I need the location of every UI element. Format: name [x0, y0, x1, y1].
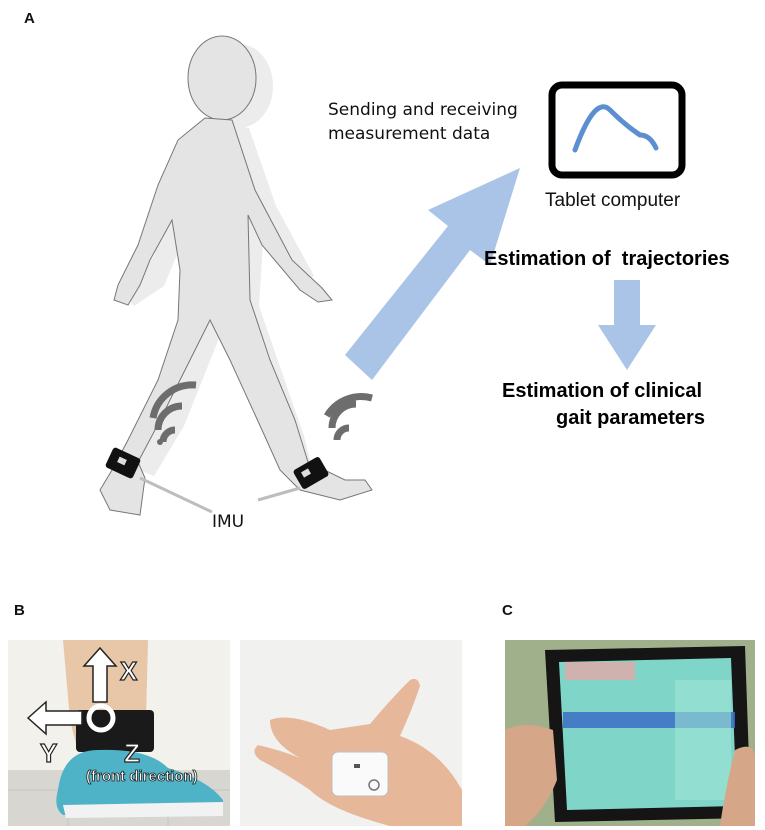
- wifi-signal-icon-right: [323, 393, 373, 441]
- panel-a-label: A: [24, 10, 35, 27]
- axis-x-label: X: [119, 655, 138, 686]
- transmission-arrow: [345, 168, 520, 380]
- estimation-clinical-text-line1: Estimation of clinical: [502, 380, 703, 402]
- imu-pointer-line-left: [139, 476, 213, 514]
- tablet-icon: [548, 81, 686, 179]
- tablet-computer-label: Tablet computer: [545, 190, 681, 211]
- imu-pointer-line-right: [257, 486, 301, 502]
- palm-imu-photo: [240, 640, 462, 826]
- sending-receiving-text-line1: Sending and receiving: [328, 100, 518, 120]
- axis-z-label: Z: [123, 737, 140, 768]
- sending-receiving-text-line2: measurement data: [328, 124, 491, 144]
- walking-person-figure: [99, 35, 373, 516]
- wifi-signal-icon-left: [149, 381, 197, 445]
- imu-device-right: [293, 457, 329, 489]
- tablet-in-hands-photo: [505, 640, 755, 826]
- y-axis-arrow: [26, 700, 83, 736]
- estimation-clinical-text-line2: gait parameters: [556, 407, 705, 429]
- estimation-trajectories-text: Estimation of trajectories: [484, 248, 730, 270]
- panel-c-label: C: [502, 602, 513, 619]
- z-axis-circle: [86, 703, 116, 733]
- axis-overlay: [26, 646, 118, 736]
- imu-device-left: [105, 447, 141, 479]
- front-direction-label: (front direction): [86, 768, 198, 786]
- down-arrow: [598, 280, 656, 370]
- x-axis-arrow: [82, 646, 118, 703]
- panel-a-illustration: [99, 35, 686, 516]
- axis-y-label: Y: [39, 737, 58, 768]
- imu-label: IMU: [212, 512, 245, 532]
- panel-b-label: B: [14, 602, 25, 619]
